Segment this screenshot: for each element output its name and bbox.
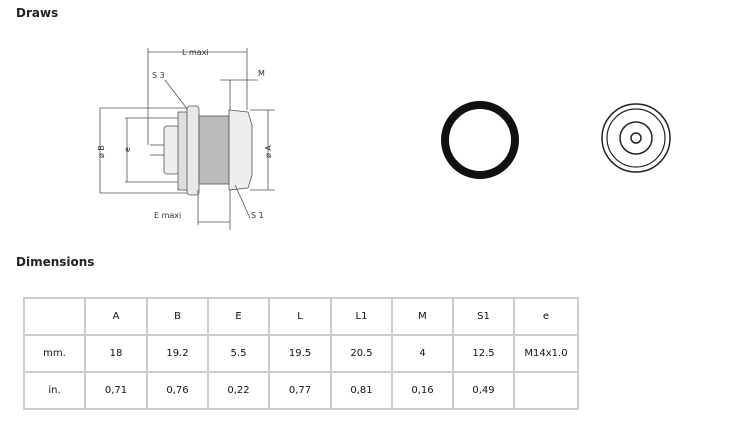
header-cell: L [268,297,332,336]
table-cell: 0,16 [391,371,454,410]
table-cell: 0,81 [330,371,393,410]
dimensions-table: A B E L L1 M S1 e mm. 18 19.2 5.5 19.5 2… [23,297,579,410]
label-m: M [258,69,265,78]
table-cell [513,371,579,410]
table-row: in. 0,71 0,76 0,22 0,77 0,81 0,16 0,49 [23,371,579,410]
label-e: e [123,147,132,152]
header-cell [23,297,86,336]
table-cell: 19.2 [146,334,209,373]
table-cell: 19.5 [268,334,332,373]
header-cell: A [84,297,148,336]
header-cell: B [146,297,209,336]
row-label: in. [23,371,86,410]
table-cell: 0,49 [452,371,515,410]
label-e-maxi: E maxi [154,211,181,220]
table-cell: 0,76 [146,371,209,410]
label-s3: S 3 [152,71,165,80]
label-b: ø B [97,145,106,158]
row-label: mm. [23,334,86,373]
o-ring-drawing [441,101,519,179]
table-cell: 0,77 [268,371,332,410]
table-cell: 18 [84,334,148,373]
table-cell: 20.5 [330,334,393,373]
front-view-drawing [601,103,671,173]
header-cell: E [207,297,270,336]
header-cell: L1 [330,297,393,336]
table-cell: 12.5 [452,334,515,373]
connector-technical-drawing: L maxi M S 3 ø B e ø A E maxi S 1 [97,48,275,230]
table-cell: 4 [391,334,454,373]
header-cell: M [391,297,454,336]
header-cell: e [513,297,579,336]
label-l-maxi: L maxi [182,48,209,57]
table-cell: M14x1.0 [513,334,579,373]
table-cell: 0,71 [84,371,148,410]
section-title-draws: Draws [16,6,59,20]
section-title-dimensions: Dimensions [16,255,95,269]
label-a: ø A [264,145,273,158]
header-cell: S1 [452,297,515,336]
label-s1: S 1 [251,211,264,220]
table-cell: 0,22 [207,371,270,410]
table-row: mm. 18 19.2 5.5 19.5 20.5 4 12.5 M14x1.0 [23,334,579,373]
table-cell: 5.5 [207,334,270,373]
table-header-row: A B E L L1 M S1 e [23,297,579,336]
